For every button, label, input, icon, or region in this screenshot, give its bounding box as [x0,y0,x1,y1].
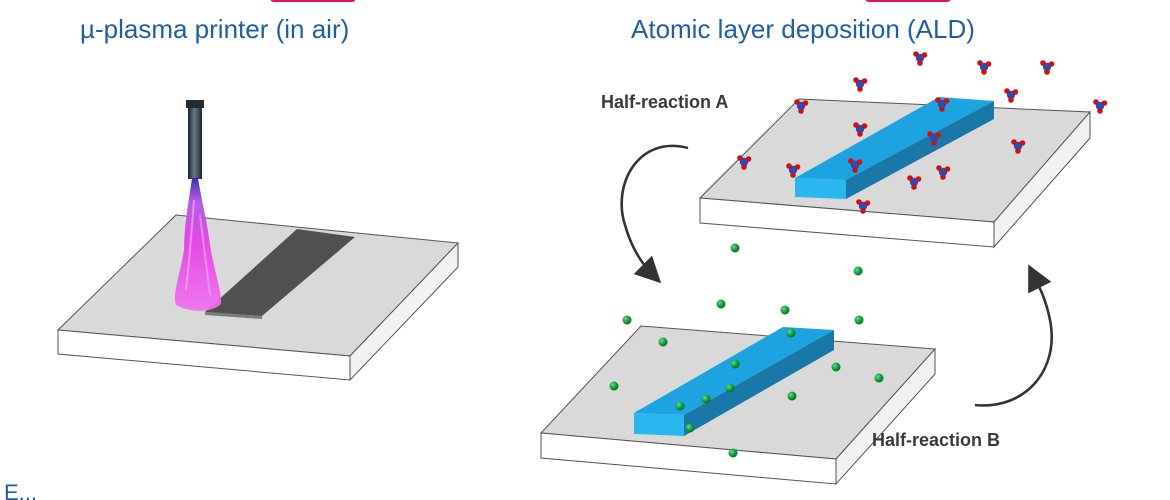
cycle-arrow-icon [974,264,1053,407]
half-reaction-a-label: Half-reaction A [601,92,729,112]
ald-heading: Atomic layer deposition (ALD) [631,14,975,44]
ald-top-deposited-bar [795,97,994,199]
coreactant-particle-icon [609,243,884,458]
plasma-printer-heading: µ-plasma printer (in air) [80,14,350,44]
plasma-plume-icon [174,178,222,311]
ald-bottom-deposited-bar [634,327,834,436]
cut-off-title-fragment [865,0,951,2]
cycle-arrow-icon [620,144,689,284]
cut-off-text-fragment: E... [4,480,38,500]
plasma-nozzle-icon [186,100,204,179]
ald-top-substrate [698,98,1092,249]
half-reaction-b-label: Half-reaction B [872,430,1001,450]
cut-off-title-fragment [270,0,356,2]
printed-line [205,229,355,319]
